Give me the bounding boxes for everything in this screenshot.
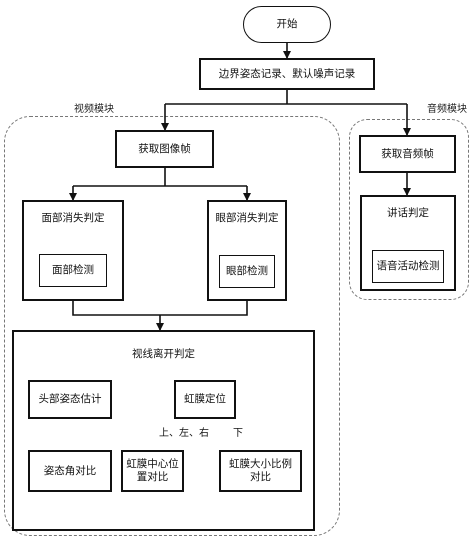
head-pose-box: 头部姿态估计 [28, 380, 112, 419]
audio-module-label: 音频模块 [427, 104, 467, 115]
iris-size-box: 虹膜大小比例对比 [219, 450, 302, 492]
split-line-video [73, 168, 247, 187]
vad-box: 语音活动检测 [372, 250, 444, 283]
eye-lost-label: 眼部消失判定 [215, 212, 279, 224]
gaze-leave-label: 视线离开判定 [132, 348, 195, 360]
start-node: 开始 [243, 6, 331, 43]
face-detect-box: 面部检测 [39, 254, 107, 287]
branch-label-down: 下 [232, 424, 244, 439]
audio-module-region [349, 119, 469, 300]
iris-locate-box: 虹膜定位 [174, 380, 236, 419]
eye-detect-box: 眼部检测 [219, 255, 275, 288]
pose-compare-box: 姿态角对比 [28, 450, 112, 492]
merge-line [72, 301, 248, 316]
face-lost-label: 面部消失判定 [41, 212, 105, 224]
video-module-label: 视频模块 [74, 104, 114, 115]
branch-label-up-left-right: 上、左、右 [158, 424, 210, 439]
get-audio-frame-box: 获取音频帧 [359, 135, 456, 173]
split-line-record [165, 90, 407, 105]
video-module-region [4, 116, 340, 536]
speech-judge-label: 讲话判定 [387, 207, 429, 219]
iris-center-box: 虹膜中心位置对比 [121, 450, 184, 492]
record-box: 边界姿态记录、默认噪声记录 [199, 58, 375, 90]
get-image-frame-box: 获取图像帧 [115, 130, 214, 168]
